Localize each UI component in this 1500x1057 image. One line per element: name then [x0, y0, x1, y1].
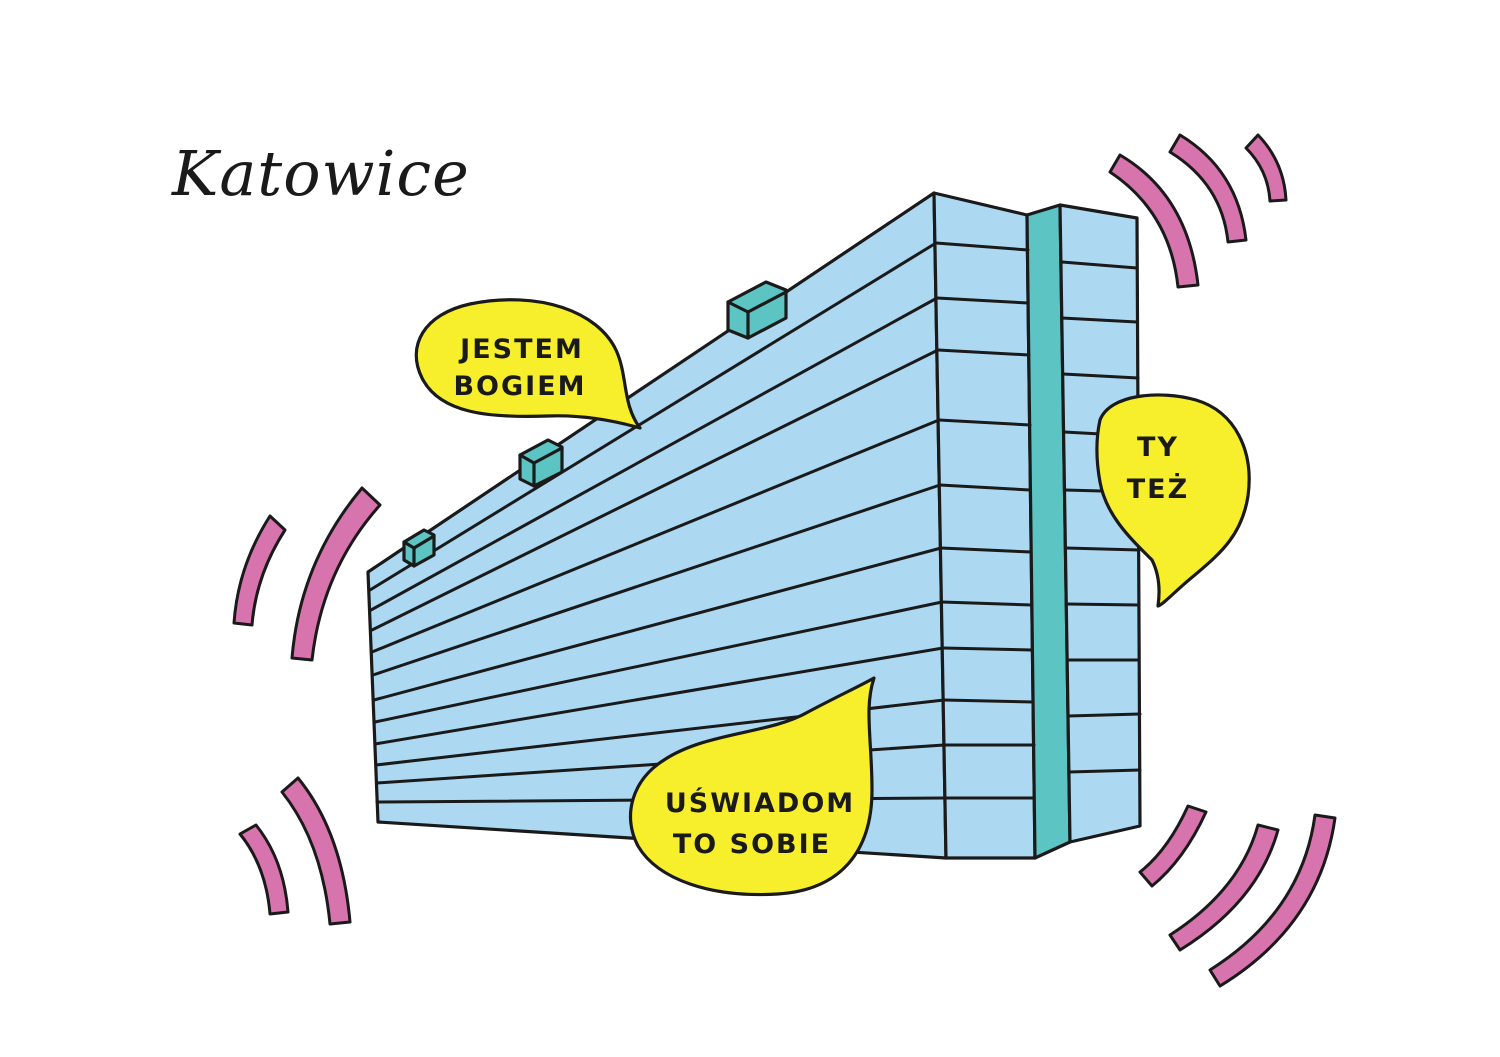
sound-waves-bottom-left: [238, 776, 352, 926]
roof-unit: [518, 438, 564, 488]
speech-bubble-top: JESTEM BOGIEM: [414, 298, 642, 430]
speech-bubble-bottom-line1: UŚWIADOM: [665, 787, 855, 819]
speech-bubble-bottom-shape: [629, 676, 876, 897]
page-title: Katowice: [171, 137, 470, 210]
speech-bubble-right-shape: [1095, 393, 1251, 608]
speech-bubble-right: TY TEŻ: [1095, 393, 1251, 608]
speech-bubble-right-line1: TY: [1137, 432, 1179, 463]
speech-bubble-right-line2: TEŻ: [1127, 473, 1189, 505]
speech-bubble-bottom: UŚWIADOM TO SOBIE: [629, 676, 876, 897]
speech-bubble-top-line1: JESTEM: [458, 334, 584, 365]
building-front-facade: [932, 191, 1037, 860]
roof-unit: [402, 528, 436, 568]
speech-bubble-top-shape: [414, 298, 642, 430]
sound-waves-top-right: [1108, 133, 1288, 289]
speech-bubble-top-line2: BOGIEM: [453, 371, 586, 402]
building-right-facade: [1058, 203, 1142, 844]
building: [366, 191, 1142, 860]
speech-bubble-bottom-line2: TO SOBIE: [673, 829, 831, 860]
front-floor-lines: [934, 241, 1036, 800]
roof-unit: [726, 280, 788, 340]
sound-waves-bottom-right: [1138, 804, 1337, 988]
sound-waves-left: [232, 486, 382, 662]
right-floor-lines: [1060, 260, 1142, 774]
